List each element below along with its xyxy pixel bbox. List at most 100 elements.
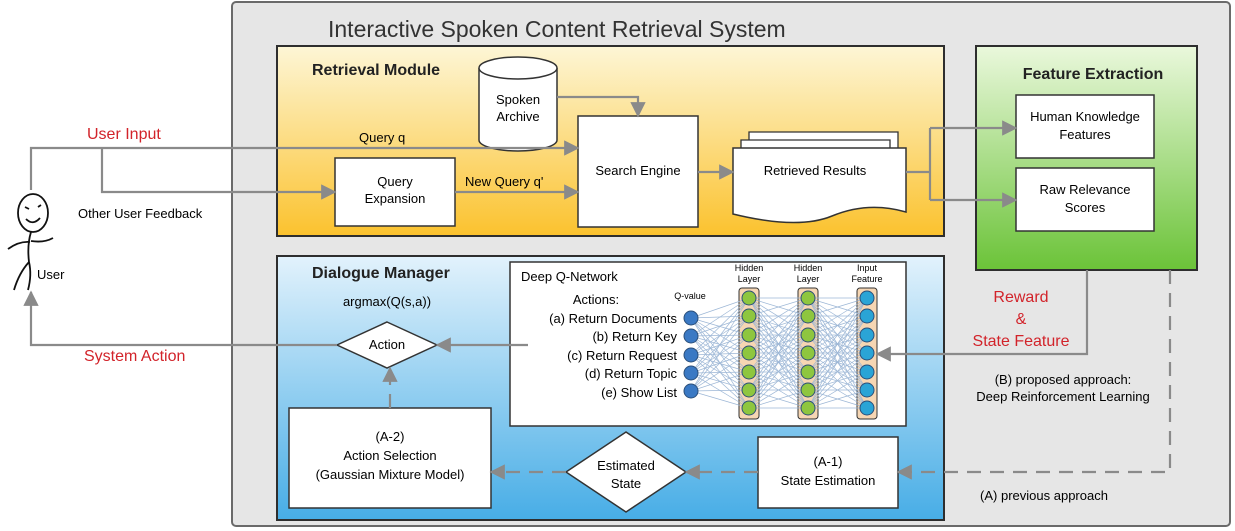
dqn-action-4: (e) Show List <box>601 385 677 400</box>
svg-text:Raw Relevance: Raw Relevance <box>1039 182 1130 197</box>
network-edge <box>748 371 809 409</box>
dqn-action-3: (d) Return Topic <box>585 366 678 381</box>
network-edge <box>807 297 868 373</box>
hidden-1-node <box>741 308 757 324</box>
svg-text:Retrieved Results: Retrieved Results <box>764 163 867 178</box>
svg-text:State Estimation: State Estimation <box>781 473 876 488</box>
dialogue-manager-title: Dialogue Manager <box>312 265 450 282</box>
input-node <box>859 382 875 398</box>
hidden-1-node <box>741 364 757 380</box>
hidden-2-node <box>800 345 816 361</box>
retrieval-module-title: Retrieval Module <box>312 62 440 79</box>
user-input-label: User Input <box>87 126 161 143</box>
input-feature-label: Input <box>857 263 878 273</box>
svg-text:(A-2): (A-2) <box>376 429 405 444</box>
input-node <box>859 400 875 416</box>
dqn-action-2: (c) Return Request <box>567 348 677 363</box>
hidden-layer-2-label: Hidden <box>794 263 823 273</box>
reward-label-line3: State Feature <box>973 333 1070 350</box>
approach-b-line1: (B) proposed approach: <box>995 372 1132 387</box>
dqn-actions-title: Actions: <box>573 292 619 307</box>
svg-text:Query: Query <box>377 174 413 189</box>
svg-text:Scores: Scores <box>1065 200 1106 215</box>
svg-text:State: State <box>611 476 641 491</box>
query-expansion-box: Query Expansion <box>334 157 456 227</box>
network-edge <box>690 315 750 337</box>
network-edge <box>807 334 868 409</box>
svg-text:Action Selection: Action Selection <box>343 448 436 463</box>
network-edge <box>690 315 750 392</box>
svg-text:Spoken: Spoken <box>496 92 540 107</box>
network-edge <box>690 297 750 319</box>
svg-text:Human Knowledge: Human Knowledge <box>1030 109 1140 124</box>
network-edge <box>807 371 868 391</box>
network-edge <box>807 315 868 409</box>
svg-text:(Gaussian Mixture Model): (Gaussian Mixture Model) <box>316 467 465 482</box>
svg-text:Estimated: Estimated <box>597 458 655 473</box>
hidden-2-node <box>800 327 816 343</box>
connectors <box>23 95 1089 362</box>
svg-text:(A-1): (A-1) <box>814 454 843 469</box>
network-edge <box>748 297 809 409</box>
network-edge <box>748 352 809 409</box>
network-edge <box>690 352 750 392</box>
q-value-label: Q-value <box>674 291 706 301</box>
state-estimation-box: (A-1) State Estimation <box>757 436 899 509</box>
hidden-2-node <box>800 400 816 416</box>
action-selection-box: (A-2) Action Selection (Gaussian Mixture… <box>288 407 492 509</box>
network-edge <box>748 371 809 391</box>
network-edge <box>748 334 809 409</box>
input-feature-label-line2: Feature <box>851 274 882 284</box>
network-edge <box>748 297 809 354</box>
network-edge <box>690 371 750 374</box>
hidden-1-node <box>741 290 757 306</box>
hidden-2-node <box>800 382 816 398</box>
network-edge <box>690 354 750 373</box>
network-connections <box>690 297 868 409</box>
network-edge <box>807 297 868 391</box>
input-node <box>859 345 875 361</box>
dqn-action-0: (a) Return Documents <box>549 311 677 326</box>
network-edge <box>690 297 750 337</box>
network-nodes <box>683 290 875 416</box>
network-edge <box>690 297 750 374</box>
q-value-node <box>683 310 699 326</box>
reward-label-line1: Reward <box>993 289 1048 306</box>
retrieved-results: Retrieved Results <box>732 131 907 224</box>
q-value-node <box>683 328 699 344</box>
network-edge <box>748 297 809 317</box>
svg-text:Features: Features <box>1059 127 1111 142</box>
network-edge <box>748 315 809 409</box>
network-edge <box>807 297 868 409</box>
approach-b-line2: Deep Reinforcement Learning <box>976 389 1149 404</box>
reward-label-line2: & <box>1016 311 1027 328</box>
hidden-layer-2-label-line2: Layer <box>797 274 820 284</box>
network-edge <box>690 297 750 356</box>
network-edge <box>807 371 868 409</box>
svg-text:Search Engine: Search Engine <box>595 163 680 178</box>
svg-text:Expansion: Expansion <box>365 191 426 206</box>
new-query-label: New Query q' <box>465 174 543 189</box>
hidden-layer-1-label: Hidden <box>735 263 764 273</box>
network-edge <box>690 389 750 392</box>
svg-text:Archive: Archive <box>496 109 539 124</box>
network-edge <box>807 297 868 317</box>
network-edge <box>807 297 868 336</box>
network-edge <box>690 297 750 392</box>
raw-relevance-box: Raw Relevance Scores <box>1015 167 1155 232</box>
estimated-state-diamond: Estimated State <box>564 431 688 513</box>
network-edge <box>690 390 750 409</box>
user-figure <box>7 193 54 291</box>
input-node <box>859 290 875 306</box>
hidden-2-node <box>800 290 816 306</box>
argmax-label: argmax(Q(s,a)) <box>343 294 431 309</box>
dqn-title: Deep Q-Network <box>521 269 618 284</box>
spoken-archive: Spoken Archive <box>478 56 558 152</box>
hidden-2-node <box>800 364 816 380</box>
network-edge <box>748 297 809 391</box>
q-value-node <box>683 365 699 381</box>
hidden-1-node <box>741 327 757 343</box>
hidden-1-node <box>741 345 757 361</box>
svg-text:Action: Action <box>369 337 405 352</box>
q-value-node <box>683 383 699 399</box>
